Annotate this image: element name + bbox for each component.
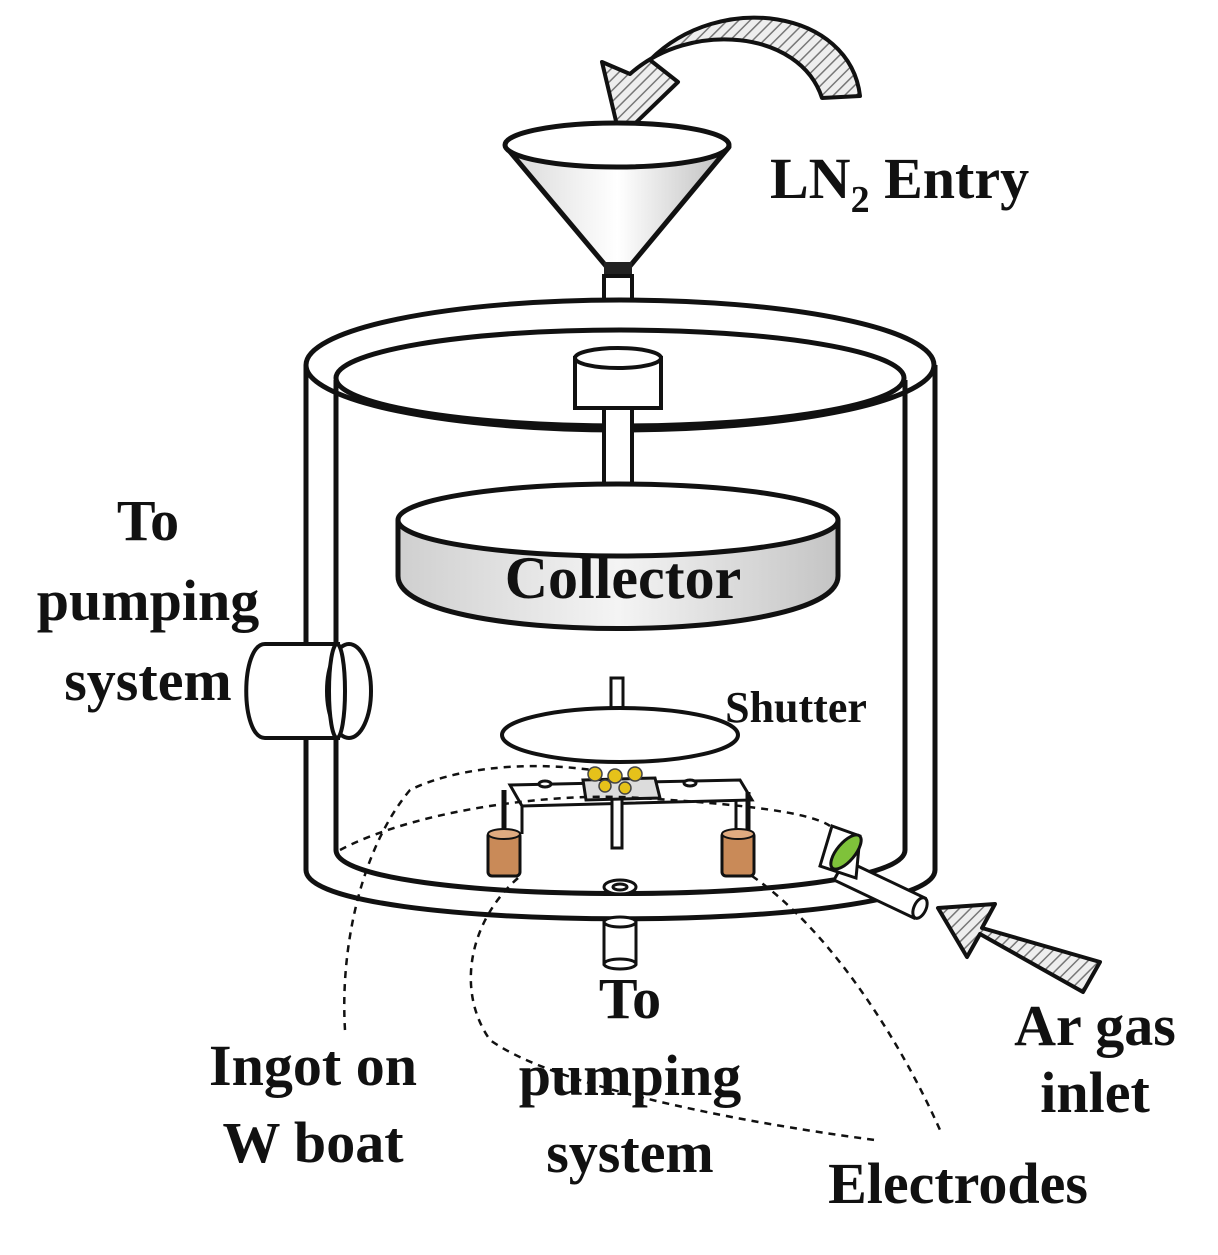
ar-gas-label: Ar gas inlet xyxy=(1014,993,1176,1125)
ln2-entry-label: LN2 Entry xyxy=(770,146,1029,221)
ar-gas-valve xyxy=(818,824,929,920)
electrode-right xyxy=(720,828,756,878)
ar-gas-arrow-icon xyxy=(936,902,1102,994)
nanoparticles xyxy=(587,766,643,795)
bottom-pumping-port xyxy=(602,878,638,971)
svg-text:Ar gas: Ar gas xyxy=(1014,993,1176,1058)
electrode-left xyxy=(486,828,522,878)
bottom-pumping-label: To pumping system xyxy=(519,966,741,1185)
collector-disk xyxy=(395,481,841,631)
svg-text:To: To xyxy=(599,966,661,1031)
svg-text:system: system xyxy=(64,648,232,713)
collector-label: Collector xyxy=(505,545,742,611)
svg-text:Ingot on: Ingot on xyxy=(209,1033,417,1098)
svg-text:system: system xyxy=(546,1120,714,1185)
feedthrough-collar xyxy=(573,346,663,494)
svg-text:W boat: W boat xyxy=(222,1110,404,1175)
leader-lines xyxy=(343,764,942,1142)
svg-text:pumping: pumping xyxy=(519,1043,741,1108)
dashed-floor-arc xyxy=(339,795,831,852)
shutter-label: Shutter xyxy=(725,683,867,732)
svg-text:To: To xyxy=(117,488,179,553)
ingot-label: Ingot on W boat xyxy=(209,1033,417,1175)
svg-text:pumping: pumping xyxy=(37,568,259,633)
electrodes-label: Electrodes xyxy=(828,1151,1088,1216)
left-pumping-port xyxy=(244,642,373,740)
ln2-entry-arrow-icon xyxy=(600,15,862,140)
svg-text:inlet: inlet xyxy=(1040,1060,1150,1125)
shutter xyxy=(500,676,740,764)
left-pumping-label: To pumping system xyxy=(37,488,259,713)
